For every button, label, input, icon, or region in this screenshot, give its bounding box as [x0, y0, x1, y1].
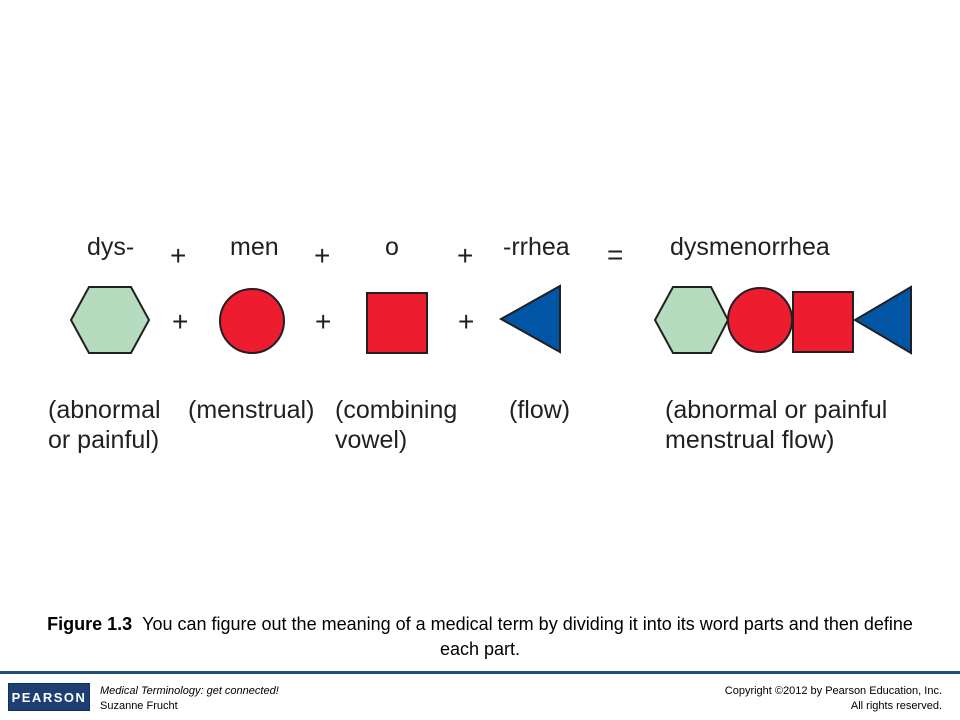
plus-sign: +: [457, 240, 474, 271]
footer-divider: [0, 671, 960, 674]
footer-book-info: Medical Terminology: get connected! Suza…: [100, 684, 279, 714]
plus-sign: +: [172, 306, 189, 337]
figure-caption: Figure 1.3 You can figure out the meaning…: [40, 612, 920, 662]
suffix-definition: (flow): [509, 395, 570, 425]
definition-line: (flow): [509, 396, 571, 424]
footer-copyright: Copyright ©2012 by Pearson Education, In…: [725, 684, 942, 714]
square-icon: [792, 291, 854, 353]
plus-sign: +: [314, 240, 331, 271]
result-term: dysmenorrhea: [670, 233, 830, 261]
result-definition: (abnormal or painful menstrual flow): [665, 395, 887, 455]
plus-sign: +: [170, 240, 187, 271]
plus-sign: +: [315, 306, 332, 337]
caption-text: You can figure out the meaning of a medi…: [142, 614, 913, 659]
definition-line: (combining: [335, 396, 458, 424]
hexagon-icon: [69, 286, 151, 354]
definition-line: (menstrual): [188, 396, 315, 424]
plus-sign: +: [458, 306, 475, 337]
pearson-logo: PEARSON: [8, 683, 90, 711]
equals-sign: =: [607, 239, 624, 270]
hexagon-icon: [653, 286, 730, 354]
suffix-term: -rrhea: [503, 233, 570, 261]
book-title: Medical Terminology: get connected!: [100, 685, 279, 697]
rights: All rights reserved.: [850, 700, 942, 712]
author: Suzanne Frucht: [100, 700, 178, 712]
combined-shapes: [653, 285, 912, 355]
definition-line: (abnormal: [48, 396, 161, 424]
prefix-definition: (abnormal or painful): [48, 395, 161, 455]
root-term: men: [230, 233, 279, 261]
definition-line: (abnormal or painful: [665, 396, 888, 424]
definition-line: or painful): [48, 426, 160, 454]
vowel-definition: (combining vowel): [335, 395, 457, 455]
root-definition: (menstrual): [188, 395, 314, 425]
triangle-icon: [498, 284, 561, 354]
copyright: Copyright ©2012 by Pearson Education, In…: [724, 685, 942, 697]
circle-icon: [219, 288, 285, 354]
triangle-icon: [853, 285, 912, 355]
vowel-term: o: [385, 233, 399, 261]
square-icon: [366, 292, 428, 354]
definition-line: menstrual flow): [665, 426, 835, 454]
figure-label: Figure 1.3: [47, 614, 133, 634]
definition-line: vowel): [335, 426, 408, 454]
prefix-term: dys-: [87, 233, 135, 261]
circle-icon: [727, 287, 793, 353]
